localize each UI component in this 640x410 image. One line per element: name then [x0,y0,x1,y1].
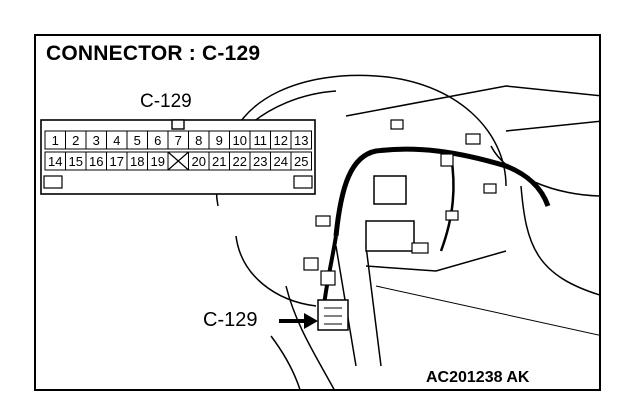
callout-label: C-129 [203,309,258,331]
arrow-icon [279,313,318,329]
figure-code: AC201238 AK [426,369,530,386]
pin-number: 4 [113,133,120,148]
pin-number: 13 [294,133,308,148]
pin-number: 16 [89,154,103,169]
pin-number: 11 [254,133,268,148]
pin-number: 20 [192,154,206,169]
pin-number: 18 [130,154,144,169]
pin-number: 14 [48,154,62,169]
pin-number: 6 [154,133,161,148]
pin-number: 22 [233,154,247,169]
pin-number: 21 [212,154,226,169]
pin-number: 25 [294,154,308,169]
pin-number: 15 [69,154,83,169]
pin-number: 1 [52,133,59,148]
pin-number: 5 [134,133,141,148]
unused-pin-mark [167,151,189,171]
pin-number: 12 [274,133,288,148]
pin-cell [290,130,312,150]
pin-number: 24 [274,154,288,169]
page-title: CONNECTOR : C-129 [46,42,261,65]
pin-number: 2 [72,133,79,148]
pin-number: 23 [253,154,267,169]
pin-number: 19 [151,154,165,169]
pin-cell [290,151,312,171]
pin-number: 10 [233,133,247,148]
pin-number: 3 [93,133,100,148]
connector-label: C-129 [140,91,192,112]
pin-number: 9 [216,133,223,148]
pin-number: 17 [110,154,124,169]
pin-number: 8 [195,133,202,148]
pin-number: 7 [175,133,182,148]
